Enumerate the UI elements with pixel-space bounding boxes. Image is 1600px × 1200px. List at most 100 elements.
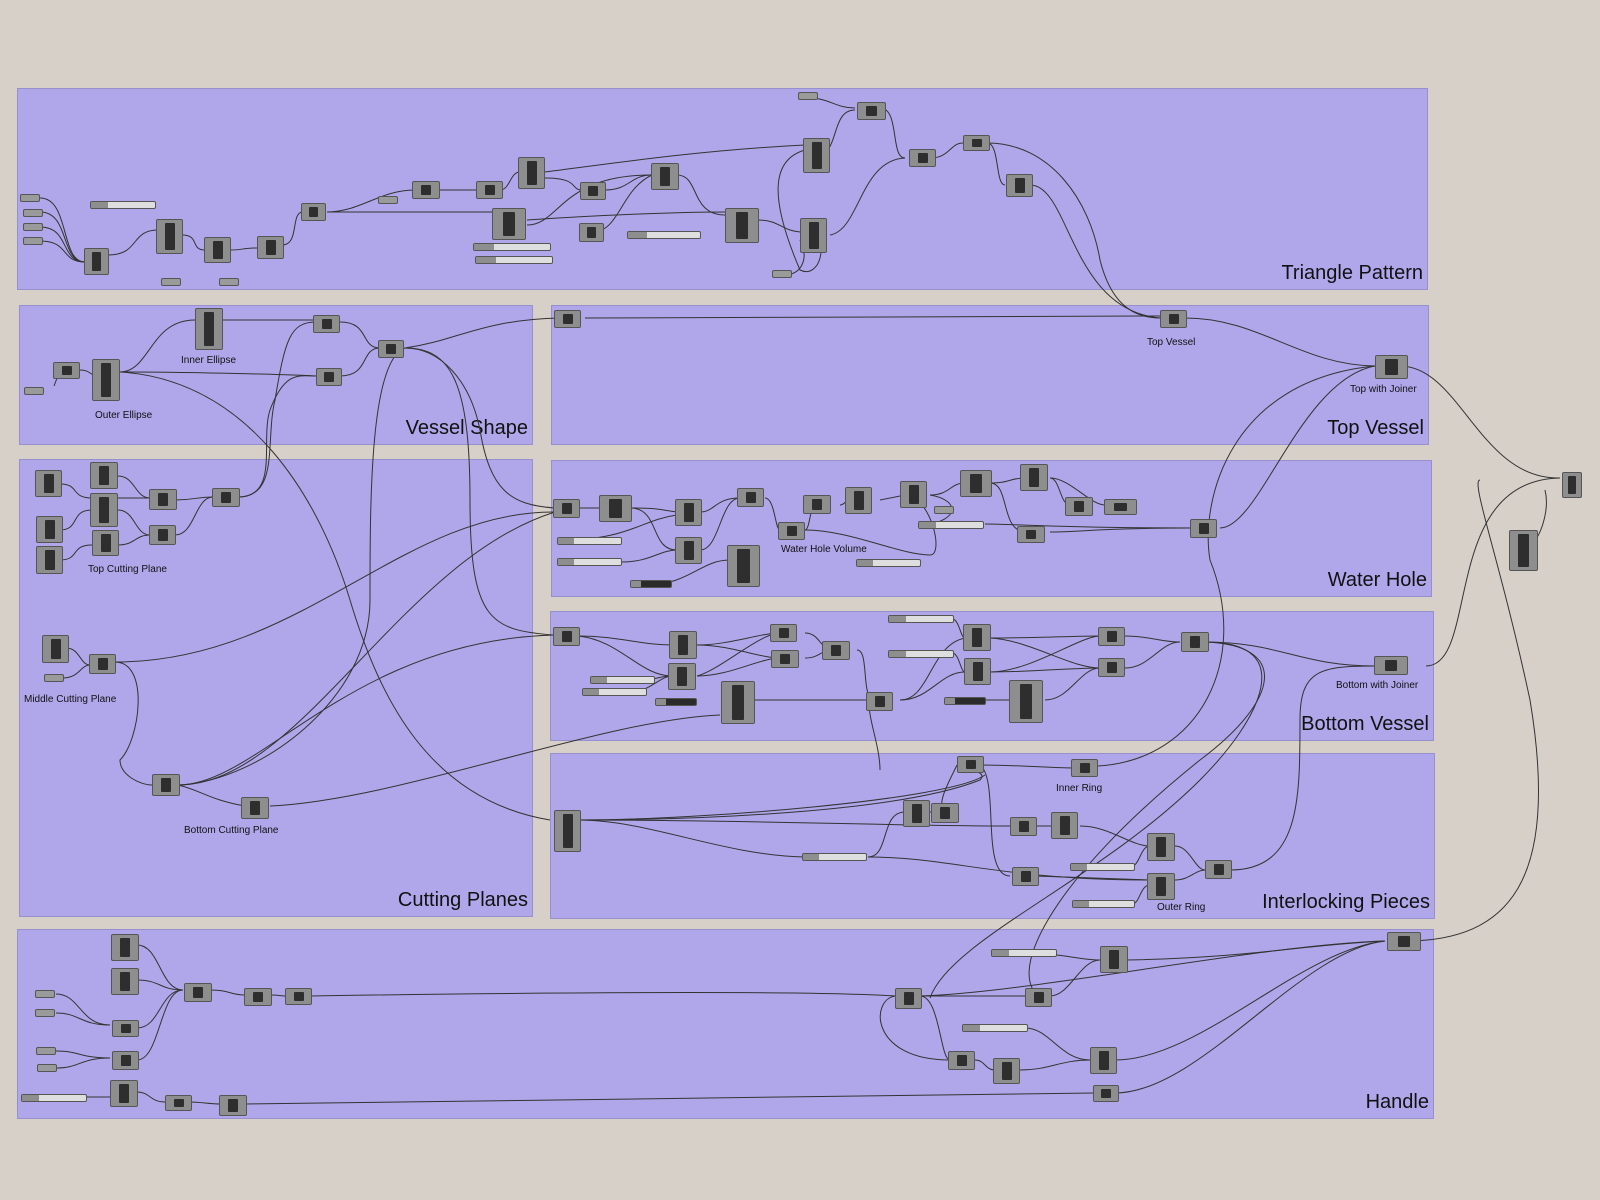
gh-component[interactable] <box>778 522 805 540</box>
gh-component[interactable] <box>1009 680 1043 723</box>
number-slider[interactable] <box>655 698 697 706</box>
number-slider[interactable] <box>1072 900 1135 908</box>
gh-component[interactable] <box>845 487 872 514</box>
gh-component[interactable] <box>725 208 759 243</box>
gh-component[interactable] <box>963 624 991 651</box>
gh-component[interactable] <box>1509 530 1538 571</box>
gh-component[interactable] <box>219 1095 247 1116</box>
number-slider[interactable] <box>944 697 986 705</box>
gh-component[interactable] <box>895 988 922 1009</box>
gh-component[interactable] <box>727 545 760 587</box>
gh-component[interactable] <box>1147 833 1175 861</box>
gh-component[interactable] <box>1051 812 1078 839</box>
gh-component[interactable] <box>669 631 697 659</box>
gh-component[interactable] <box>963 135 990 151</box>
gh-component[interactable] <box>1010 817 1037 836</box>
number-slider[interactable] <box>582 688 647 696</box>
number-slider[interactable] <box>991 949 1057 957</box>
gh-component[interactable] <box>184 983 212 1002</box>
gh-component[interactable] <box>90 462 118 489</box>
gh-component[interactable] <box>1090 1047 1117 1074</box>
bottom-cutting-plane-component[interactable] <box>241 797 269 819</box>
number-param[interactable] <box>23 237 43 245</box>
gh-component[interactable] <box>1025 988 1052 1007</box>
gh-component[interactable] <box>1006 174 1033 197</box>
number-slider[interactable] <box>630 580 672 588</box>
gh-component[interactable] <box>378 340 404 358</box>
gh-component[interactable] <box>35 470 62 497</box>
gh-component[interactable] <box>204 237 231 263</box>
top-with-joiner-component[interactable] <box>1375 355 1408 379</box>
number-slider[interactable] <box>888 615 954 623</box>
gh-component[interactable] <box>651 163 679 190</box>
number-param[interactable] <box>36 1047 56 1055</box>
gh-component[interactable] <box>165 1095 192 1111</box>
gh-component[interactable] <box>580 182 606 200</box>
gh-component[interactable] <box>909 149 936 167</box>
number-slider[interactable] <box>475 256 553 264</box>
gh-component[interactable] <box>857 102 886 120</box>
number-slider[interactable] <box>802 853 867 861</box>
number-slider[interactable] <box>918 521 984 529</box>
gh-component[interactable] <box>36 546 63 574</box>
gh-component[interactable] <box>111 968 139 995</box>
gh-component[interactable] <box>412 181 440 199</box>
gh-component[interactable] <box>244 988 272 1006</box>
gh-component[interactable] <box>1065 497 1093 516</box>
gh-component[interactable] <box>1100 946 1128 973</box>
gh-component[interactable] <box>675 537 702 564</box>
top-vessel-component[interactable] <box>1160 310 1187 328</box>
gh-component[interactable] <box>737 488 764 507</box>
number-param[interactable] <box>934 506 954 514</box>
gh-component[interactable] <box>554 810 581 852</box>
outer-ring-component[interactable] <box>1147 873 1175 900</box>
gh-component[interactable] <box>1104 499 1137 515</box>
gh-component[interactable] <box>957 756 984 773</box>
gh-component[interactable] <box>771 650 799 668</box>
gh-component[interactable] <box>1205 860 1232 879</box>
gh-component[interactable] <box>993 1058 1020 1084</box>
number-param[interactable] <box>37 1064 57 1072</box>
number-param[interactable] <box>23 209 43 217</box>
number-slider[interactable] <box>888 650 954 658</box>
gh-component[interactable] <box>285 988 312 1005</box>
gh-component[interactable] <box>554 310 581 328</box>
gh-component[interactable] <box>492 208 526 240</box>
gh-component[interactable] <box>316 368 342 386</box>
gh-component[interactable] <box>1387 932 1421 951</box>
number-param[interactable] <box>23 223 43 231</box>
gh-component[interactable] <box>668 663 696 690</box>
inner-ring-component[interactable] <box>1071 759 1098 777</box>
gh-component[interactable] <box>476 181 503 199</box>
number-slider[interactable] <box>590 676 655 684</box>
gh-component[interactable] <box>964 658 991 685</box>
gh-component[interactable] <box>111 934 139 961</box>
gh-component[interactable] <box>948 1051 975 1070</box>
gh-component[interactable] <box>960 470 992 497</box>
gh-component[interactable] <box>803 138 830 173</box>
gh-component[interactable] <box>90 493 118 527</box>
gh-component[interactable] <box>1012 867 1039 886</box>
number-slider[interactable] <box>1070 863 1135 871</box>
gh-component[interactable] <box>599 495 632 522</box>
gh-component[interactable] <box>112 1020 139 1037</box>
number-param[interactable] <box>161 278 181 286</box>
number-param[interactable] <box>44 674 64 682</box>
gh-component[interactable] <box>1093 1085 1119 1102</box>
number-param[interactable] <box>24 387 44 395</box>
gh-component[interactable] <box>931 803 959 823</box>
number-slider[interactable] <box>962 1024 1028 1032</box>
gh-component[interactable] <box>152 774 180 796</box>
gh-component[interactable] <box>675 499 702 526</box>
number-param[interactable] <box>35 990 55 998</box>
number-slider[interactable] <box>627 231 701 239</box>
number-param[interactable] <box>219 278 239 286</box>
number-slider[interactable] <box>557 537 622 545</box>
gh-component[interactable] <box>84 248 109 275</box>
inner-ellipse-component[interactable] <box>195 308 223 350</box>
gh-component[interactable] <box>800 218 827 253</box>
number-param[interactable] <box>772 270 792 278</box>
gh-component[interactable] <box>149 525 176 545</box>
number-slider[interactable] <box>473 243 551 251</box>
number-slider[interactable] <box>21 1094 87 1102</box>
